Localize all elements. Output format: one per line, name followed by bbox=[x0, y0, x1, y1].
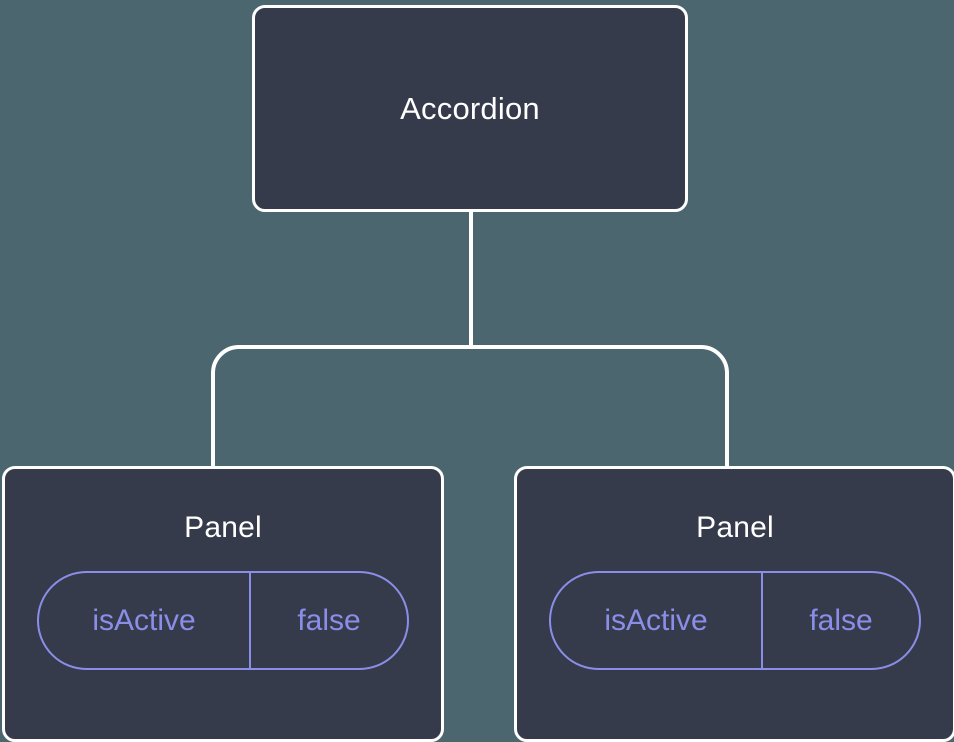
node-title: Panel bbox=[696, 511, 774, 544]
node-title: Accordion bbox=[400, 91, 540, 126]
prop-badge-value: false bbox=[297, 603, 361, 637]
prop-badge-key: isActive bbox=[39, 573, 251, 668]
tree-node-panel-2[interactable]: Panel isActive false bbox=[514, 466, 954, 742]
prop-badge-is-active[interactable]: isActive false bbox=[37, 571, 409, 670]
node-title: Panel bbox=[184, 511, 262, 544]
tree-node-panel-1[interactable]: Panel isActive false bbox=[2, 466, 444, 742]
tree-node-accordion[interactable]: Accordion bbox=[252, 5, 688, 212]
connector-branch-left bbox=[211, 345, 471, 468]
prop-badge-key: isActive bbox=[551, 573, 763, 668]
prop-badge-is-active[interactable]: isActive false bbox=[549, 571, 921, 670]
prop-badge-value: false bbox=[809, 603, 873, 637]
connector-branch-right bbox=[471, 345, 729, 468]
